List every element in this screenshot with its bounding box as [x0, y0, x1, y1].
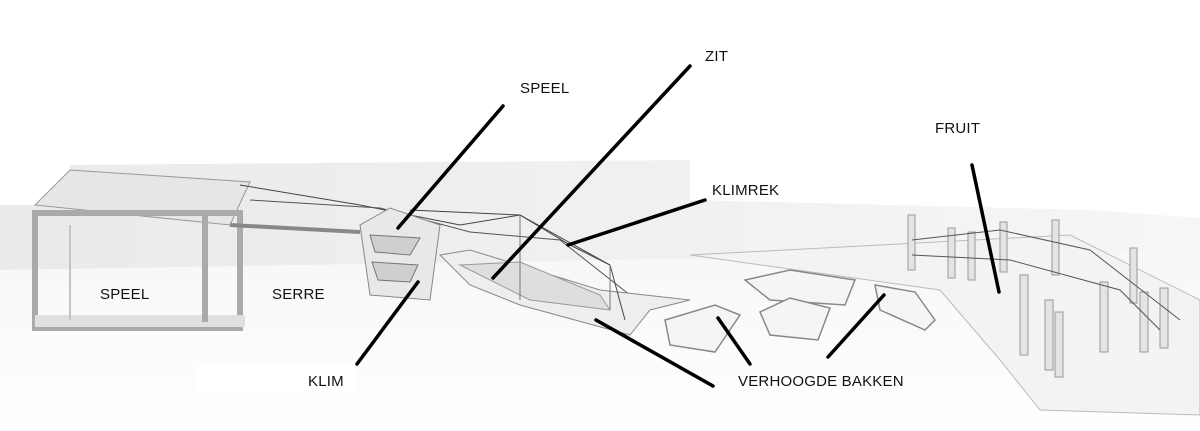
- roof-cables: [239, 184, 611, 266]
- leader-bakken-1: [594, 318, 715, 388]
- label-zit: ZIT: [705, 48, 729, 65]
- label-serre: SERRE: [272, 286, 325, 303]
- raised-beds: [664, 269, 936, 353]
- label-verhoogde-bakken: VERHOOGDE BAKKEN: [738, 373, 904, 390]
- leader-bakken-3: [826, 293, 886, 359]
- speel-building-frame: [32, 210, 243, 331]
- speel-building-floor: [35, 315, 245, 327]
- label-klimrek: KLIMREK: [712, 182, 780, 199]
- leader-klimrek: [566, 198, 707, 247]
- fruit-garden-platform: [689, 234, 1200, 416]
- leader-fruit: [970, 163, 1001, 294]
- leader-klim: [355, 280, 420, 366]
- fruit-posts: [907, 214, 1169, 378]
- leader-lines: [355, 64, 1001, 388]
- leader-zit: [491, 64, 692, 280]
- label-fruit: FRUIT: [935, 120, 981, 137]
- back-wall-left: [0, 160, 1200, 270]
- label-speel-inside: SPEEL: [100, 286, 150, 303]
- leader-bakken-2: [716, 316, 752, 366]
- label-klim: KLIM: [308, 373, 344, 390]
- label-speel-top: SPEEL: [520, 80, 570, 97]
- leader-speel: [396, 104, 505, 230]
